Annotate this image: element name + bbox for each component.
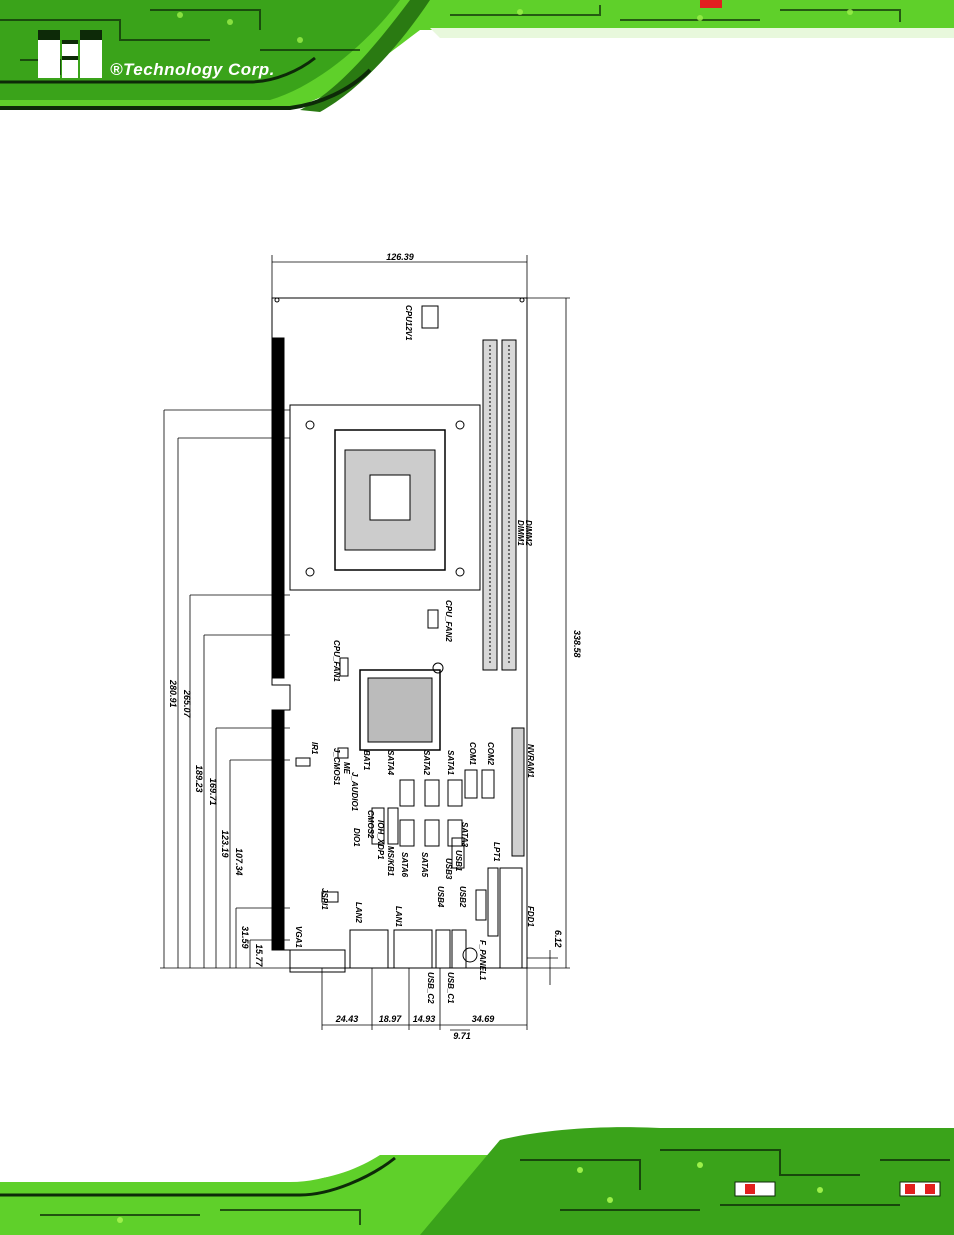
page-footer-banner [0,1120,954,1235]
label-sata5: SATA5 [420,852,429,878]
dim-bottom-1: 18.97 [379,1014,403,1024]
dim-right-height: 338.58 [572,630,582,658]
page-header-banner: ®Technology Corp. [0,0,954,120]
board-dimension-drawing: 126.39 338.58 6.12 280.91 265.07 189.23 … [160,252,582,1041]
iei-logo [38,30,102,78]
ir1-header [295,757,311,767]
company-name: ®Technology Corp. [110,60,275,79]
com2-header [481,769,495,799]
lpt-connector [487,867,499,937]
dim-bottom-3: 34.69 [472,1014,495,1024]
dim-left-3: 169.71 [208,778,218,806]
label-j-cmos1: J_CMOS1 [332,748,341,786]
dim-left-1: 265.07 [182,689,192,719]
dim-left-4: 123.19 [220,830,230,858]
lan2-port [349,929,389,969]
dim-top-width: 126.39 [386,252,414,262]
label-com2: COM2 [486,742,495,766]
label-vga1: VGA1 [294,926,303,948]
chipset [359,669,441,751]
dim-left-6: 31.59 [240,926,250,949]
cpu-socket [334,429,446,571]
label-ir1: IR1 [310,742,319,755]
label-ms-kb1: MS/KB1 [386,846,395,877]
lan1-port [393,929,433,969]
label-me: ME [342,762,351,775]
cmos2-header [371,807,385,845]
label-cpu12v1: CPU12V1 [404,305,413,341]
label-dio1: DIO1 [352,828,361,847]
sata3-connector [447,819,463,847]
sata5-connector [424,819,440,847]
label-cpu-fan2: CPU_FAN2 [444,600,453,642]
fdd-connector [499,867,523,969]
cpu-fan1-header [339,657,349,677]
label-usb-c2: USB_C2 [426,972,435,1004]
sata6-connector [399,819,415,847]
label-usb4: USB4 [436,886,445,908]
label-dimm2: DIMM2 [524,520,533,546]
dim-left-5: 107.34 [234,848,244,876]
label-usb-c1: USB_C1 [446,972,455,1004]
usb-c2-port [435,929,451,969]
label-lan2: LAN2 [354,902,363,923]
sata4-connector [399,779,415,807]
dim-right-small: 6.12 [553,930,563,948]
vga1-connector [289,949,346,973]
dim-bottom-0: 24.43 [335,1014,359,1024]
sata2-connector [424,779,440,807]
label-sata2: SATA2 [422,750,431,776]
nvram-slot [511,727,525,857]
dim-left-2: 189.23 [194,765,204,793]
ioh-xdp1-header [387,807,399,845]
cpu-fan2-header [427,609,439,629]
label-sata6: SATA6 [400,852,409,878]
label-dimm1: DIMM1 [516,520,525,546]
label-fdd1: FDD1 [526,906,535,927]
label-sata1: SATA1 [446,750,455,776]
label-usb1: USB1 [454,850,463,872]
label-cmos2: CMOS2 [366,810,375,839]
label-sata3: SATA3 [460,822,469,848]
edge-connector [271,337,285,951]
cpu-socket-area [289,404,481,591]
label-usb2: USB2 [458,886,467,908]
f-panel1-led [462,947,478,963]
label-com1: COM1 [468,742,477,766]
usb1-usb3-header [451,837,465,869]
sata1-connector [447,779,463,807]
jspi1-header [321,891,339,903]
dim-left-0: 280.91 [168,679,178,708]
label-jspi1: JSPI1 [320,888,329,910]
label-usb3: USB3 [444,858,453,880]
label-j-audio1: J_AUDIO1 [350,772,359,812]
label-ioh-xdp1: IOH_XDP1 [376,820,385,860]
label-sata4: SATA4 [386,750,395,776]
label-f-panel1: F_PANEL1 [478,940,487,981]
label-bat1: BAT1 [362,750,371,771]
dimension-lines [160,255,570,1031]
com1-header [464,769,478,799]
j-cmos1-jumper [337,747,349,759]
dim-left-7: 15.77 [254,944,264,968]
footer-circuit-art [0,1120,954,1235]
label-lan1: LAN1 [394,906,403,927]
label-nvram1: NVRAM1 [526,744,535,778]
cpu12v1-connector [421,305,439,329]
header-circuit-art [0,0,954,120]
label-lpt1: LPT1 [492,842,501,862]
dim-bottom-2: 14.93 [413,1014,436,1024]
label-cpu-fan1: CPU_FAN1 [332,640,341,682]
usb-c1-port [451,929,467,969]
usb2-usb4-header [475,889,487,921]
dim-bottom-small: 9.71 [453,1031,471,1041]
